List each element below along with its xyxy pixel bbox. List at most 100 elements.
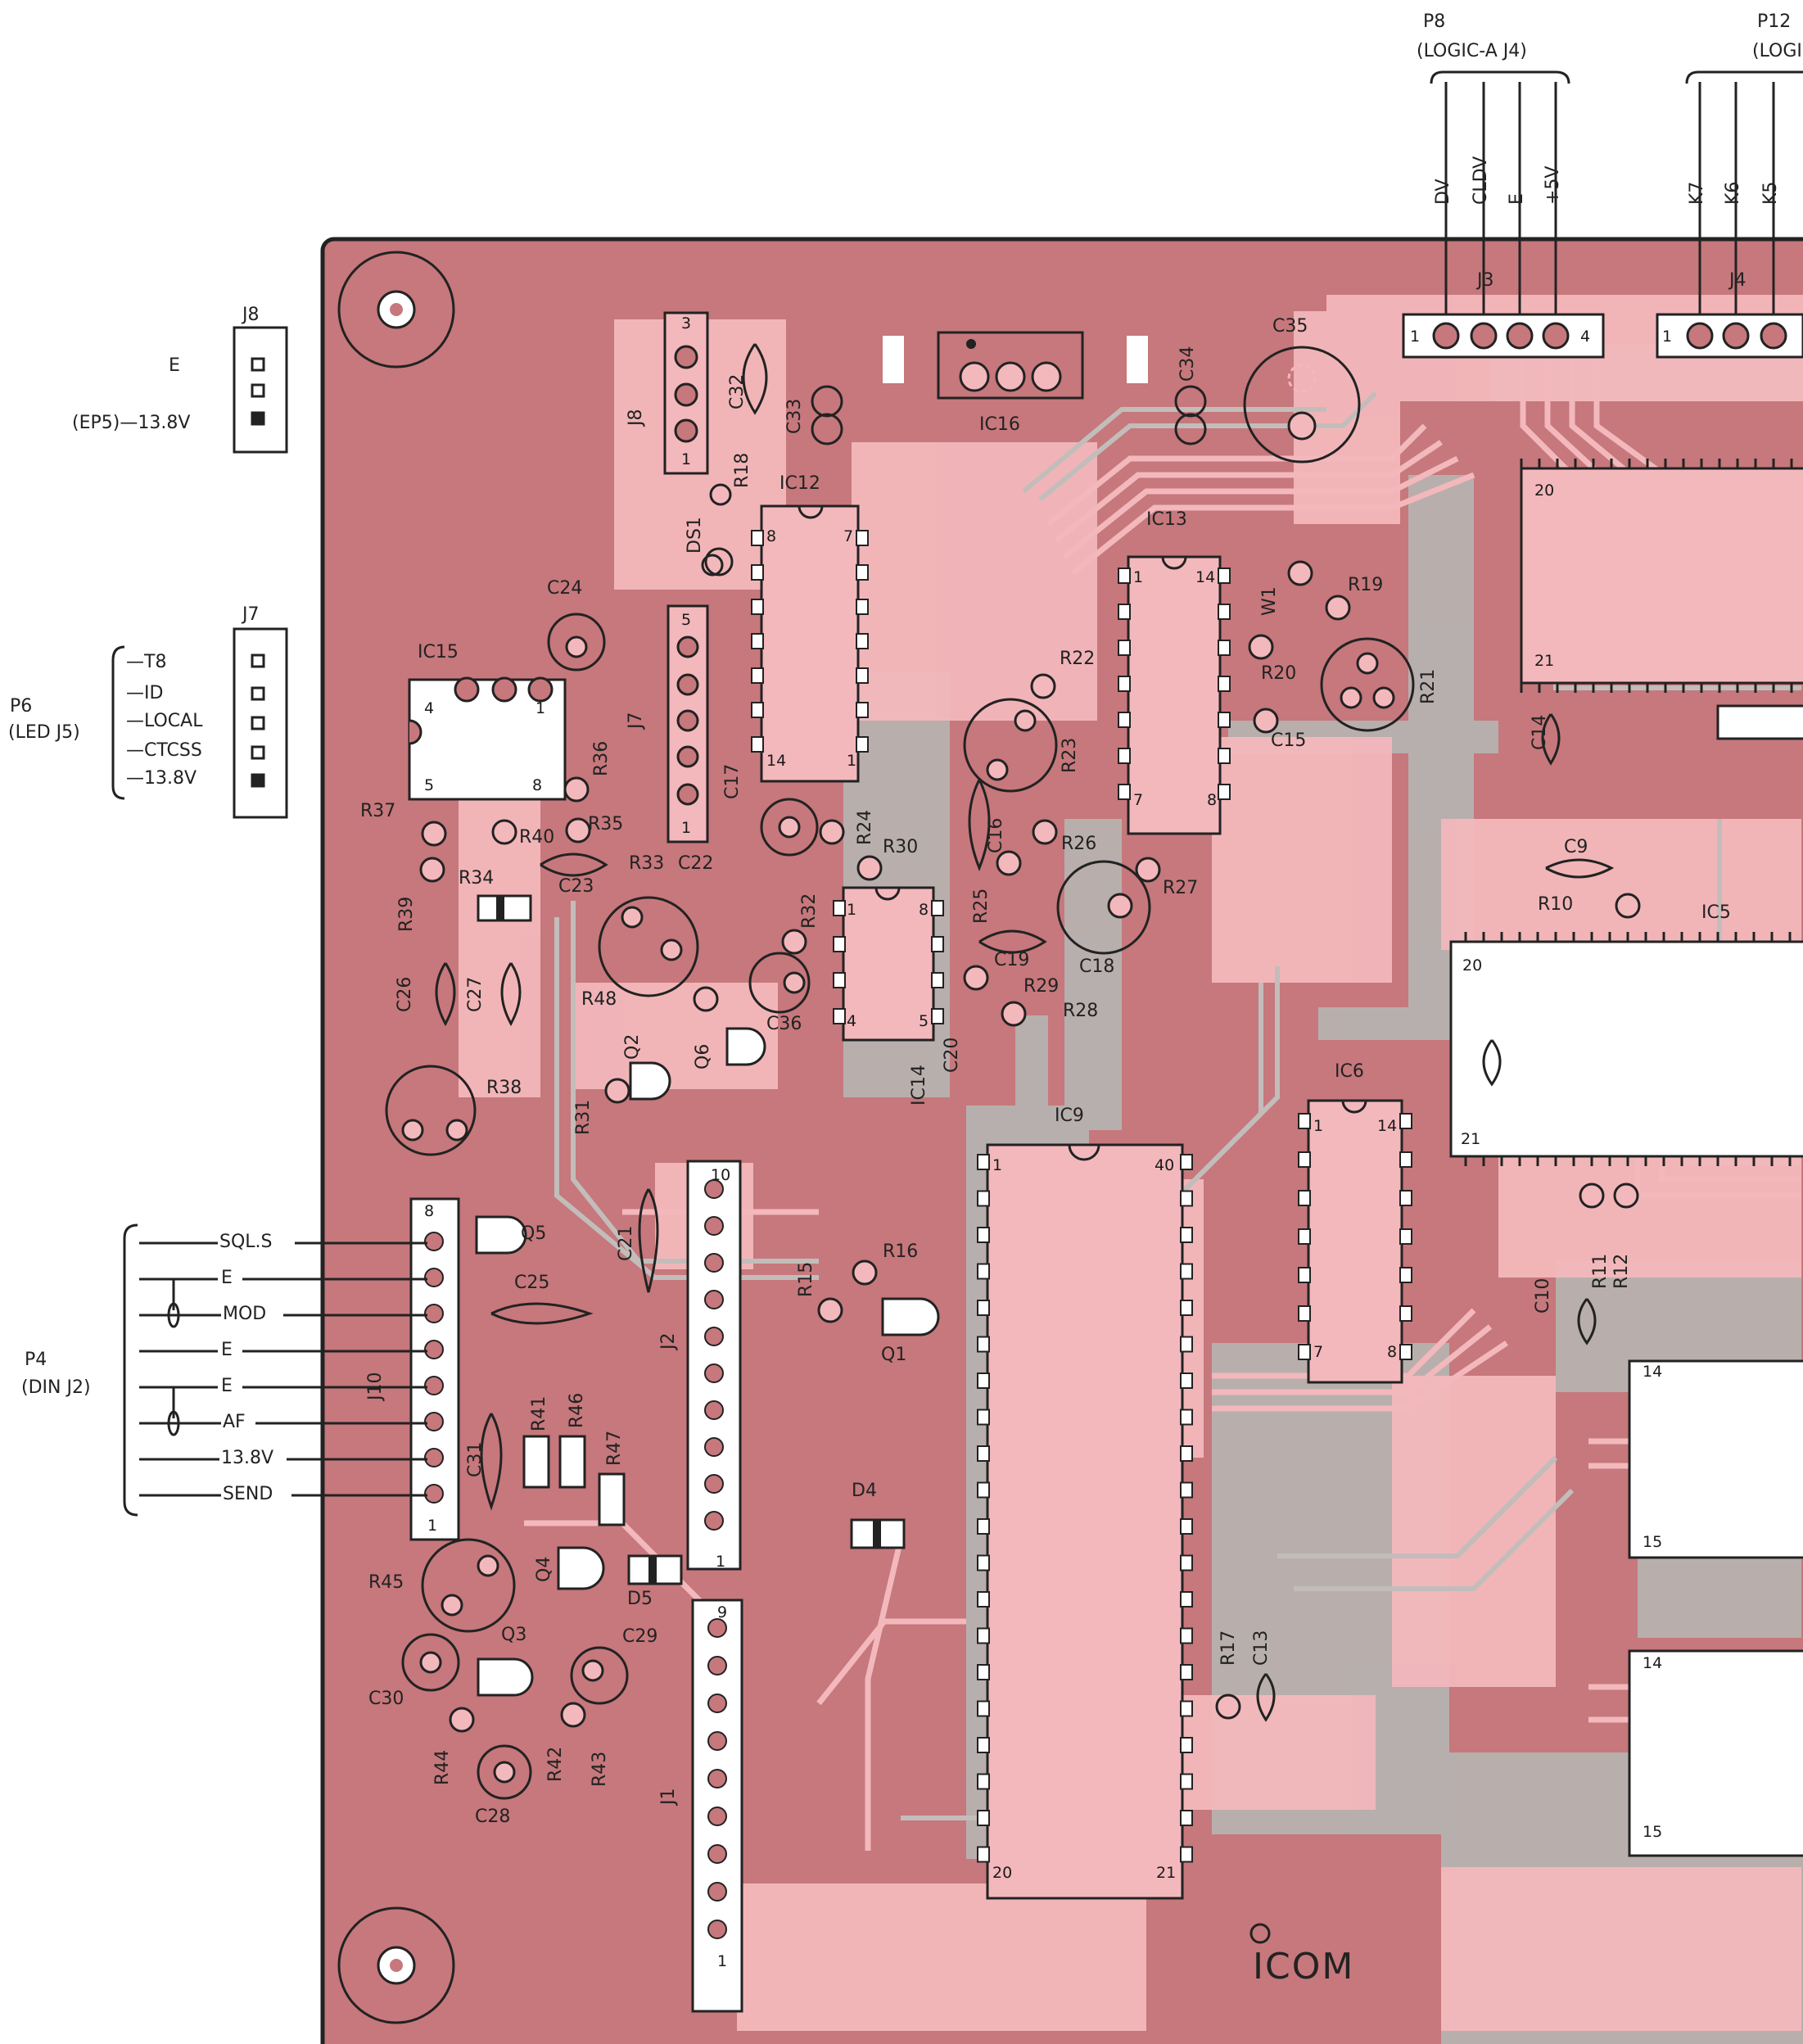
- p4-line-send: SEND: [223, 1484, 273, 1504]
- label-c24: C24: [547, 578, 583, 599]
- p12-leads: [1685, 70, 1803, 326]
- ic-lower-right-a: [1628, 1359, 1803, 1559]
- label-c36: C36: [766, 1014, 802, 1034]
- label-c26: C26: [395, 976, 415, 1012]
- j8-connector-label: J8: [242, 305, 260, 325]
- mounting-hole-top: [337, 251, 455, 369]
- j8-line-e: E: [169, 355, 180, 376]
- pin-ic6-1: 1: [1313, 1117, 1324, 1135]
- pin-ic12-14: 14: [766, 752, 787, 770]
- label-c21: C21: [616, 1225, 636, 1261]
- resistor-bodies: [522, 1435, 626, 1526]
- label-c18: C18: [1079, 956, 1115, 977]
- p4-line-af: AF: [223, 1412, 246, 1432]
- pin-ic15-1: 1: [535, 699, 546, 717]
- resistor-r21: [1320, 637, 1415, 732]
- pin-j10-1: 1: [427, 1517, 438, 1535]
- pin-j4-1: 1: [1662, 328, 1673, 346]
- pin-j7-1: 1: [681, 819, 692, 837]
- label-r35: R35: [588, 814, 624, 834]
- pin-iclrb-14: 14: [1643, 1654, 1663, 1672]
- p6-label: P6: [10, 696, 33, 717]
- label-r28: R28: [1063, 1001, 1099, 1021]
- pin-ic14-8: 8: [919, 901, 929, 919]
- pin-ic14-1: 1: [847, 901, 857, 919]
- label-r42: R42: [545, 1746, 566, 1782]
- label-c22: C22: [678, 853, 714, 874]
- pin-ic6-14: 14: [1377, 1117, 1398, 1135]
- capacitor-c22: [760, 798, 819, 857]
- pin-icur-20: 20: [1534, 482, 1555, 500]
- label-j4: J4: [1729, 270, 1747, 291]
- header-j8: [663, 311, 709, 475]
- label-c9: C9: [1564, 837, 1588, 857]
- pin-iclrb-15: 15: [1643, 1823, 1663, 1841]
- label-c19: C19: [994, 950, 1030, 970]
- label-r19: R19: [1348, 575, 1384, 595]
- label-r26: R26: [1061, 834, 1097, 854]
- j7-line-local: —LOCAL: [126, 711, 203, 731]
- p8-pin-cldv: CLDV: [1471, 156, 1491, 205]
- capacitor-c30: [401, 1633, 460, 1692]
- ic-upper-right: [1520, 459, 1803, 693]
- label-w1: W1: [1259, 586, 1280, 616]
- ic12-body: [751, 504, 869, 783]
- label-r38: R38: [486, 1078, 522, 1098]
- icom-logo: ICOM: [1253, 1946, 1355, 1987]
- label-r22: R22: [1060, 649, 1096, 669]
- label-r33: R33: [629, 853, 665, 874]
- ic14-body: [833, 886, 944, 1042]
- label-ic13: IC13: [1146, 509, 1187, 530]
- pin-ic15-5: 5: [424, 776, 435, 794]
- transistors: [475, 1027, 940, 1697]
- pin-icur-21: 21: [1534, 652, 1555, 670]
- pin-j2-10: 10: [711, 1166, 731, 1184]
- pin-j1-9: 9: [717, 1603, 728, 1621]
- label-c30: C30: [368, 1689, 404, 1709]
- label-c25: C25: [514, 1273, 550, 1293]
- pin-j8-3: 3: [681, 314, 692, 332]
- ic16-body: [937, 331, 1084, 400]
- p12-pin-k7: K7: [1687, 181, 1707, 205]
- label-ic16: IC16: [979, 414, 1020, 435]
- label-r36: R36: [591, 740, 612, 776]
- pin-ic9-20: 20: [992, 1864, 1013, 1882]
- mounting-hole-bottom: [337, 1906, 455, 2024]
- capacitor-c35: [1243, 346, 1361, 464]
- capacitor-c24: [547, 613, 606, 672]
- label-q2: Q2: [622, 1033, 643, 1060]
- connector-j8-off: [233, 326, 288, 454]
- label-c29: C29: [622, 1626, 658, 1647]
- label-j7-board: J7: [626, 712, 646, 730]
- label-r46: R46: [567, 1392, 587, 1428]
- label-ic6: IC6: [1335, 1061, 1364, 1082]
- label-ic14: IC14: [909, 1065, 929, 1106]
- label-r20: R20: [1261, 663, 1297, 684]
- label-r41: R41: [529, 1395, 549, 1431]
- capacitor-c28: [477, 1744, 532, 1800]
- label-q3: Q3: [501, 1625, 527, 1645]
- p4-line-e3: E: [221, 1376, 233, 1396]
- label-q4: Q4: [534, 1556, 554, 1582]
- capacitor-c33: [811, 385, 843, 445]
- pin-ic5-20: 20: [1462, 956, 1483, 975]
- label-c31: C31: [465, 1441, 486, 1477]
- header-j3: [1402, 313, 1605, 359]
- label-r45: R45: [368, 1572, 404, 1593]
- pin-j1-1: 1: [717, 1952, 728, 1970]
- capacitor-c36: [748, 952, 811, 1014]
- pin-iclra-15: 15: [1643, 1533, 1663, 1551]
- p12-sublabel: (LOGIC: [1752, 41, 1803, 61]
- label-r18: R18: [732, 452, 752, 488]
- label-d5: D5: [627, 1589, 653, 1609]
- label-r21: R21: [1418, 668, 1439, 704]
- capacitor-c23-area: [963, 698, 1058, 793]
- label-r12: R12: [1611, 1253, 1632, 1289]
- label-q5: Q5: [521, 1223, 547, 1244]
- pin-ic9-21: 21: [1156, 1864, 1177, 1882]
- resistor-r38: [385, 1065, 477, 1156]
- p4-line-sqls: SQL.S: [219, 1232, 273, 1252]
- p8-pin-dv: DV: [1433, 179, 1453, 205]
- label-ic9: IC9: [1055, 1106, 1084, 1126]
